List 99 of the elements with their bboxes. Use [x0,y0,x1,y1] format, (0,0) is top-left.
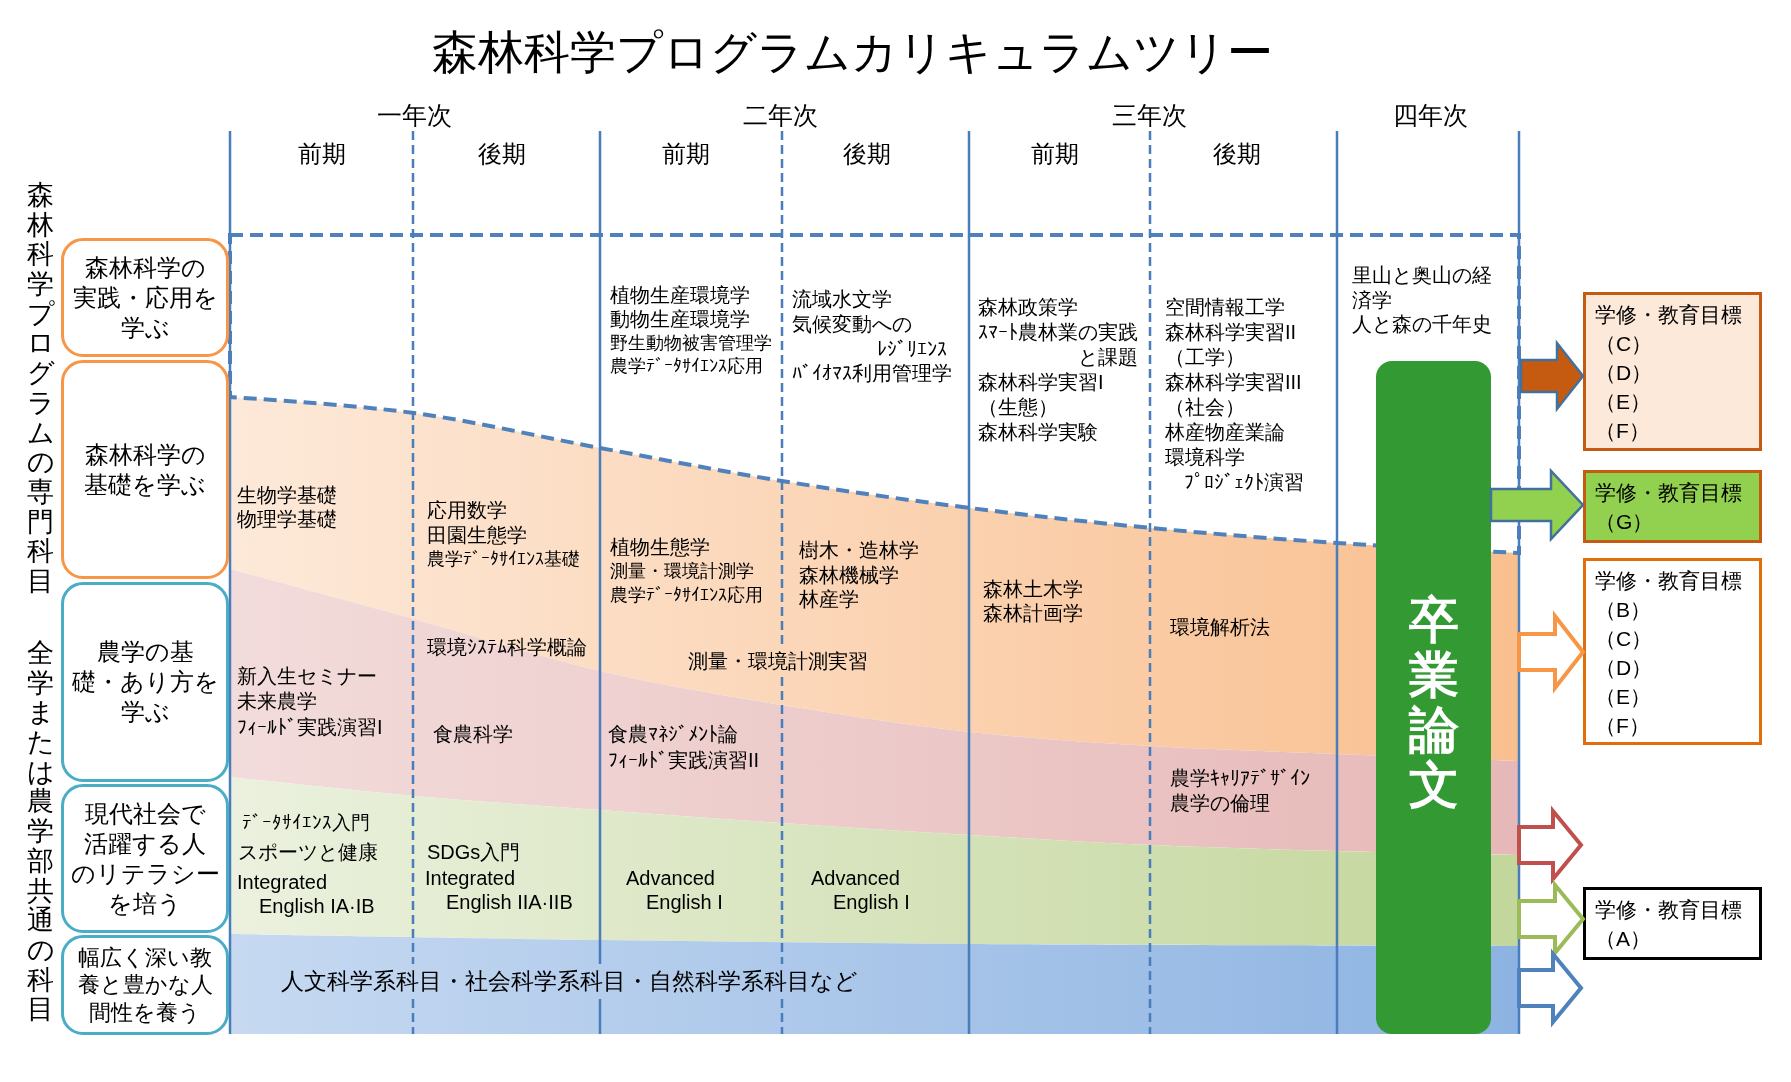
course-name: 農学ﾃﾞｰﾀｻｲｴﾝｽ応用 [610,584,763,607]
goal-item: （G） [1595,509,1654,535]
course-name: ﾃﾞｰﾀｻｲｴﾝｽ入門 [242,811,370,835]
course-name: 林産学 [799,587,859,612]
goal-heading: 学修・教育目標 [1595,568,1742,594]
semester-header: 前期 [298,139,346,169]
goal-box [1583,470,1762,543]
thesis-label: 卒業論文 [1408,592,1459,813]
category-label: 現代社会で活躍する人のリテラシーを培う [70,798,220,919]
goal-heading: 学修・教育目標 [1595,480,1742,506]
course-name: 植物生産環境学 [610,283,750,308]
goal-item: （E） [1595,684,1651,710]
block-arrow [1489,467,1585,543]
course-name: 植物生態学 [610,535,710,560]
goal-item: （F） [1595,713,1650,739]
goal-item: （A） [1595,926,1651,952]
course-name: ﾌｨｰﾙﾄﾞ実践演習II [608,748,760,773]
course-group-text: 人文科学系科目・社会科学系科目・自然科学系科目など [281,967,858,996]
course-name: スポーツと健康 [238,840,378,865]
category-label: 農学の基礎・あり方を学ぶ [71,637,219,727]
goal-box [1583,292,1762,451]
category-box [61,935,229,1035]
course-name: 里山と奥山の経済学 [1352,263,1492,313]
goal-box [1583,887,1762,960]
goal-item: （B） [1595,597,1651,623]
course-name: 環境ｼｽﾃﾑ科学概論 [427,635,587,660]
goal-box [1583,558,1762,745]
block-arrow [1517,610,1586,694]
category-label: 森林科学の実践・応用を学ぶ [72,252,218,343]
course-name: 森林科学実習I（生態） [978,370,1104,420]
course-name: Advanced English I [811,866,910,914]
block-arrow [1517,948,1584,1028]
category-label: 幅広く深い教養と豊かな人間性を養う [77,943,213,1027]
course-name: 樹木・造林学 [799,538,919,563]
course-name: Advanced English I [626,866,723,914]
vertical-section-label: 森林科学プログラムの専門科目 [27,181,54,597]
year-header: 四年次 [1392,100,1468,131]
year-header: 一年次 [376,100,452,131]
course-name: 生物学基礎 [237,483,337,508]
course-name: 食農ﾏﾈｼﾞﾒﾝﾄ論 [608,722,738,747]
course-name: 森林科学実習III（社会） [1165,370,1302,420]
goal-item: （C） [1595,626,1653,652]
course-name: 人と森の千年史 [1352,312,1492,337]
course-name: Integrated English IA·IB [237,870,375,918]
course-name: 林産物産業論 [1165,420,1285,445]
course-name: 森林科学実験 [978,420,1098,445]
semester-header: 後期 [1213,139,1261,169]
course-name: Integrated English IIA·IIB [425,866,573,914]
course-name: 未来農学 [237,689,317,714]
vertical-section-label: 全学または農学部共通の科目 [27,639,54,1025]
course-name: 測量・環境計測実習 [688,649,868,674]
course-name: 農学の倫理 [1170,791,1270,816]
goal-item: （C） [1595,331,1653,357]
course-name: 環境科学ﾌﾟﾛｼﾞｪｸﾄ演習 [1165,445,1304,495]
thesis-bar [1376,361,1491,1034]
category-box [61,784,229,933]
goal-heading: 学修・教育目標 [1595,897,1742,923]
course-name: 森林科学実習II（工学） [1165,320,1297,370]
goal-item: （D） [1595,360,1653,386]
course-name: 森林計画学 [983,601,1083,626]
course-name: 森林政策学 [978,295,1078,320]
diagram-title: 森林科学プログラムカリキュラムツリー [431,25,1273,80]
course-name: 環境解析法 [1170,615,1270,640]
course-name: ｽﾏｰﾄ農林業の実践と課題 [978,320,1138,370]
course-name: 農学ｷｬﾘｱﾃﾞｻﾞｲﾝ [1170,766,1310,791]
year-header: 二年次 [742,100,818,131]
course-name: 新入生セミナー [237,664,377,689]
category-box [61,238,229,357]
goal-item: （D） [1595,655,1653,681]
course-name: ﾌｨｰﾙﾄﾞ実践演習I [237,715,383,740]
goal-heading: 学修・教育目標 [1595,302,1742,328]
course-name: ﾊﾞｲｵﾏｽ利用管理学 [792,361,952,386]
category-box [61,360,229,579]
course-name: 空間情報工学 [1165,295,1285,320]
semester-header: 後期 [843,139,891,169]
course-name: 農学ﾃﾞｰﾀｻｲｴﾝｽ応用 [610,355,763,378]
semester-header: 前期 [662,139,710,169]
course-name: 動物生産環境学 [610,307,750,332]
course-name: 測量・環境計測学 [610,560,754,583]
course-name: 農学ﾃﾞｰﾀｻｲｴﾝｽ基礎 [427,548,580,571]
course-name: 応用数学 [427,498,507,523]
course-name: 野生動物被害管理学 [610,332,772,355]
course-name: SDGs入門 [427,840,521,865]
block-arrow [1519,339,1585,413]
category-box [61,582,229,782]
course-name: 気候変動へのﾚｼﾞﾘｴﾝｽ [792,312,947,362]
course-name: 流域水文学 [792,287,892,312]
course-name: 森林土木学 [983,577,1083,602]
semester-header: 前期 [1031,139,1079,169]
goal-item: （F） [1595,418,1650,444]
block-arrow [1517,805,1584,885]
course-name: 森林機械学 [799,563,899,588]
semester-header: 後期 [478,139,526,169]
course-name: 食農科学 [433,722,513,747]
year-header: 三年次 [1111,100,1187,131]
course-name: 物理学基礎 [237,507,337,532]
category-label: 森林科学の基礎を学ぶ [84,439,206,500]
goal-item: （E） [1595,389,1651,415]
course-name: 田園生態学 [427,523,527,548]
